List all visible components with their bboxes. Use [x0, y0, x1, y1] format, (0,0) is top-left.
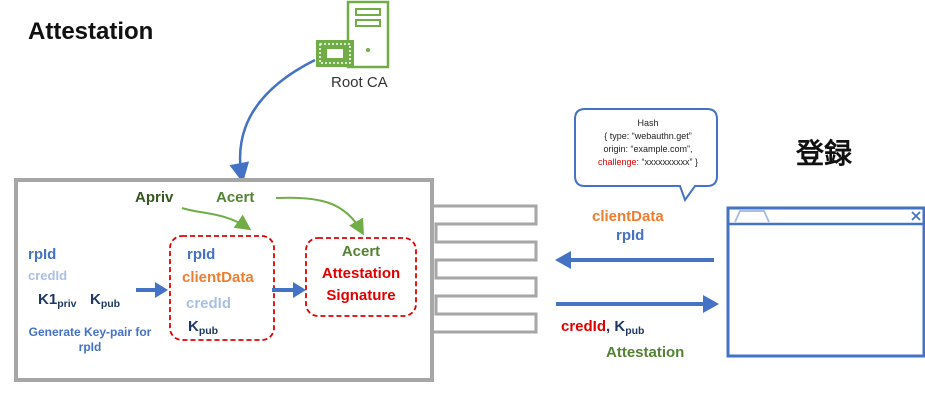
- pub-subscript: pub: [100, 298, 121, 311]
- box1-kpub: Kpub: [188, 318, 218, 337]
- browser-window-icon: [726, 206, 925, 358]
- apriv-label: Apriv: [135, 189, 174, 206]
- inbound-arrow-head: [555, 251, 571, 269]
- k1priv-label: K1priv: [38, 291, 76, 310]
- input-arrow-head: [155, 282, 168, 298]
- flow-attestation: Attestation: [606, 344, 685, 361]
- bubble-line-2: { type: “webauthn.get”: [604, 131, 692, 141]
- authenticator-box: [14, 178, 434, 382]
- flow-credid-kpub: credId, Kpub: [561, 318, 644, 337]
- connector-icon: [434, 204, 538, 334]
- sign-arrow-head: [293, 282, 306, 298]
- apriv-arrow: [181, 207, 252, 231]
- outbound-arrow-head: [703, 295, 719, 313]
- k-text: K: [90, 291, 101, 308]
- flow-clientdata: clientData: [592, 208, 664, 225]
- box1-k: K: [188, 318, 199, 335]
- server-icon: [316, 0, 390, 69]
- bubble-line-1: Hash: [637, 118, 659, 128]
- acert-label: Acert: [216, 189, 255, 206]
- hash-bubble: [574, 108, 718, 203]
- generate-line-1: Generate Key-pair for: [28, 325, 152, 339]
- box2-attestation: Attestation: [321, 265, 401, 282]
- root-ca-label: Root CA: [331, 74, 388, 91]
- rpid-label: rpId: [28, 246, 57, 263]
- flow-pub: pub: [625, 325, 645, 338]
- attestation-output-box: [305, 237, 417, 317]
- priv-subscript: priv: [57, 298, 77, 311]
- bubble-challenge-key: challenge: [597, 157, 637, 167]
- k1-text: K1: [38, 291, 58, 308]
- box1-clientdata: clientData: [182, 269, 254, 286]
- flow-credid: credId: [561, 318, 607, 335]
- root-ca-arrow: [229, 58, 316, 183]
- box1-credid: credId: [186, 295, 232, 312]
- page-title: Attestation: [28, 18, 154, 45]
- bubble-line-4: challenge: “xxxxxxxxxx” }: [578, 156, 718, 169]
- acert-arrow: [275, 196, 364, 236]
- bubble-line-3: origin: “example.com”,: [603, 144, 693, 154]
- generate-line-2: rpId: [78, 340, 102, 354]
- box2-acert: Acert: [341, 243, 381, 260]
- flow-rpid: rpId: [616, 227, 645, 244]
- generate-keypair-text: Generate Key-pair for rpId: [24, 325, 156, 355]
- hash-bubble-text: Hash { type: “webauthn.get” origin: “exa…: [578, 117, 718, 169]
- box1-pub: pub: [198, 325, 219, 338]
- registration-label: 登録: [796, 138, 853, 169]
- flow-comma: ,: [606, 318, 615, 335]
- credid-label: credId: [28, 268, 68, 283]
- flow-k: K: [614, 318, 626, 335]
- box1-rpid: rpId: [187, 246, 216, 263]
- box2-signature: Signature: [326, 287, 396, 304]
- bubble-challenge-val: : “xxxxxxxxxx” }: [636, 157, 699, 167]
- kpub-label: Kpub: [90, 291, 120, 310]
